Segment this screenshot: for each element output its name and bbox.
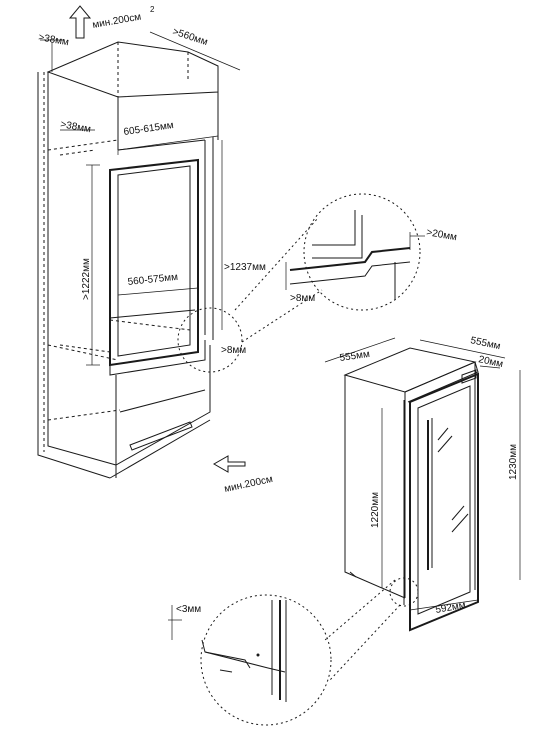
air-top-label: мин.200см [92,12,143,31]
gap-top-label: >38мм [37,32,69,48]
unit-height-total-label: 1230мм [508,444,519,480]
air-bottom-label: мин.200см [223,474,274,495]
unit-depth-label: 555мм [469,335,501,352]
height-niche-label: >1222мм [81,258,92,300]
detail-gap-view [285,193,425,311]
height-total-label: >1237мм [224,262,266,273]
niche-cabinet [37,5,323,479]
width-outer-label: 605-615мм [123,120,175,138]
air-top-sup: 2 [150,5,155,14]
detail-gap-3-label: <3мм [176,604,201,615]
detail-gap-20-label: >20мм [425,227,457,243]
unit-width-label: 555мм [339,349,371,364]
unit-door-gap-label: 20мм [477,354,504,370]
unit-height-body-label: 1220мм [370,492,381,528]
gap-mid-label: >38мм [59,119,91,135]
wine-cooler [324,337,521,681]
width-inner-label: 560-575мм [127,272,178,288]
unit-width-door-label: 592мм [435,600,467,616]
depth-top-label: >560мм [171,26,209,48]
detail-gap-8-label: >8мм [290,293,315,304]
detail-door-gap-view [168,594,332,726]
gap-8-label: >8мм [221,345,246,356]
